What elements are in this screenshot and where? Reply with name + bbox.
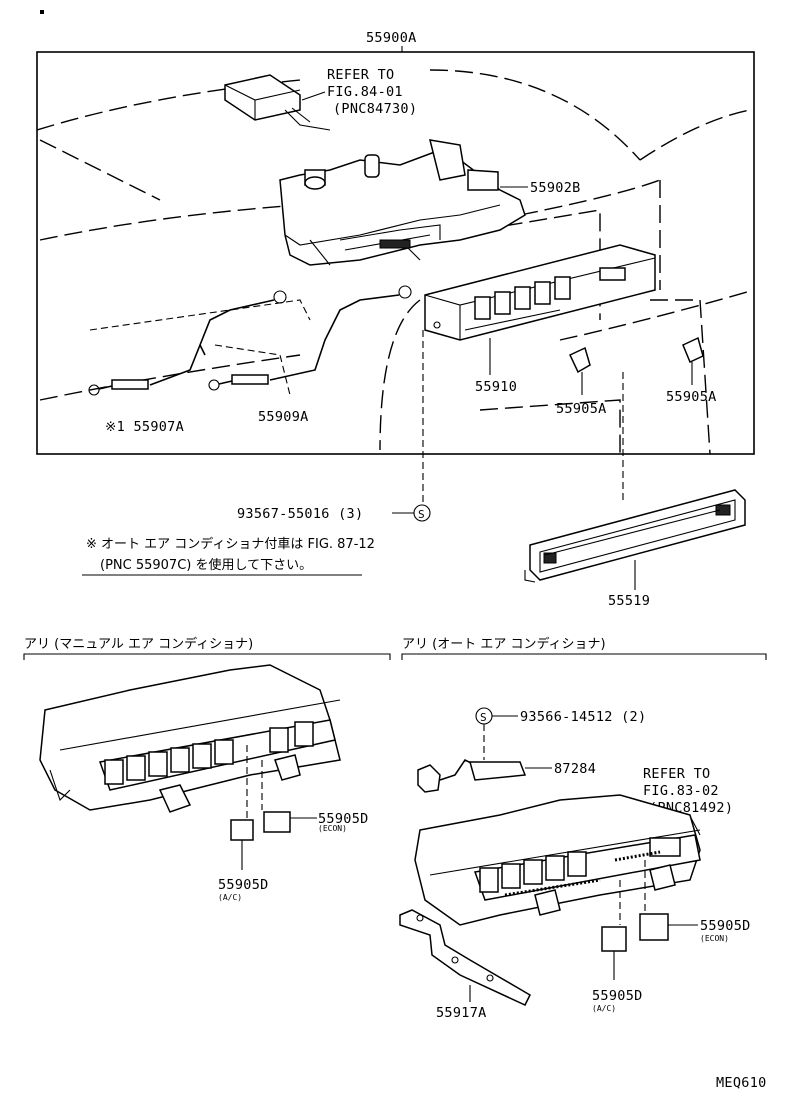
screw-symbol-2-letter: S (480, 711, 487, 724)
label-ac-auto: (A/C) (592, 1004, 616, 1013)
label-55909A: 55909A (258, 409, 309, 425)
label-screw-93566: 93566-14512 (2) (520, 709, 646, 725)
refer2-line2: FIG.83-02 (643, 783, 719, 799)
upper-assembly: 55900A REFER TO FIG.84-01 (PNC84730) (36, 30, 755, 503)
note-line2: (PNC 55907C) を使用して下さい。 (100, 557, 312, 573)
label-55519: 55519 (608, 593, 650, 609)
switch-ac-auto (601, 926, 627, 952)
bracket-55917A (399, 909, 531, 1006)
label-55907A: ※1 55907A (105, 419, 184, 435)
label-55917A: 55917A (436, 1005, 487, 1021)
manual-control-unit (39, 664, 341, 813)
label-55910: 55910 (475, 379, 517, 395)
auto-header: アリ (オート エア コンディショナ) (402, 636, 606, 652)
assembly-frame (36, 51, 755, 455)
control-body (279, 139, 526, 266)
screw-symbol-1 (413, 504, 431, 522)
label-econ-manual: (ECON) (318, 824, 347, 833)
manual-header: アリ (マニュアル エア コンディショナ) (24, 636, 253, 652)
label-87284: 87284 (554, 761, 596, 777)
label-55905A-right: 55905A (666, 389, 717, 405)
cable-55907A (88, 290, 287, 396)
refer2-line1: REFER TO (643, 766, 710, 782)
label-screw-93567: 93567-55016 (3) (237, 506, 363, 522)
label-55905D-econ-auto: 55905D (700, 918, 751, 934)
refer1-line2: FIG.84-01 (327, 84, 403, 100)
auto-ac-section: アリ (オート エア コンディショナ) S 93566-14512 (2) 87… (399, 636, 767, 1021)
switch-ac-manual (230, 819, 254, 841)
control-unit-55910 (424, 244, 656, 341)
knob-55905A-right (682, 336, 704, 364)
corner-mark (40, 10, 44, 14)
refer1-line3: (PNC84730) (333, 101, 417, 117)
manual-ac-section: アリ (マニュアル エア コンディショナ) 55905D (ECON) 5590… (23, 636, 391, 902)
cable-55909A (208, 285, 412, 391)
bezel-55519 (524, 489, 746, 583)
switch-econ-auto (639, 913, 669, 941)
label-55905A-left: 55905A (556, 401, 607, 417)
switch-econ-manual (263, 811, 291, 833)
label-55902B: 55902B (530, 180, 581, 196)
sensor-part (224, 74, 331, 131)
refer1-line1: REFER TO (327, 67, 394, 83)
sensor-87284 (417, 758, 527, 793)
auto-control-unit (414, 794, 701, 926)
label-55905D-ac-manual: 55905D (218, 877, 269, 893)
label-55905D-ac-auto: 55905D (592, 988, 643, 1004)
label-econ-auto: (ECON) (700, 934, 729, 943)
screw-symbol-1-letter: S (418, 508, 425, 521)
figure-code: MEQ610 (716, 1075, 767, 1091)
knob-55905A-left (569, 346, 591, 374)
note-line1: ※ オート エア コンディショナ付車は FIG. 87-12 (86, 536, 375, 552)
label-ac-manual: (A/C) (218, 893, 242, 902)
label-55900A: 55900A (366, 30, 417, 46)
label-55905D-econ-manual: 55905D (318, 811, 369, 827)
